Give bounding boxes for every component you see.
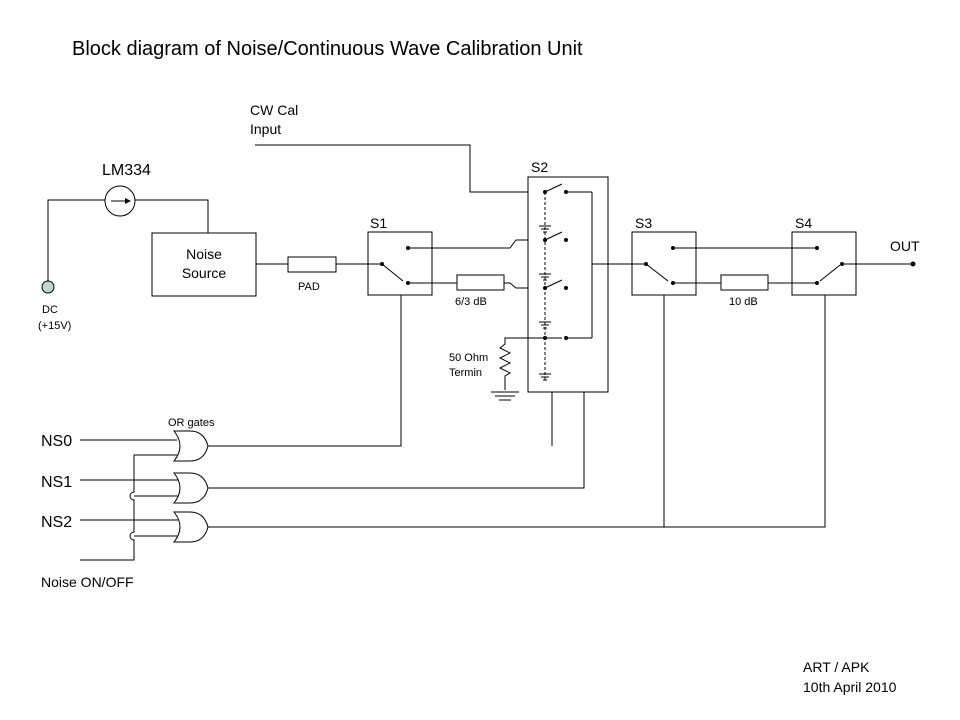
out-terminal-icon: [910, 261, 916, 267]
s4-contacts: [792, 246, 856, 285]
s3-label: S3: [635, 215, 652, 231]
ns0-label: NS0: [41, 433, 72, 450]
or-gates-label: OR gates: [168, 417, 215, 429]
s4-label: S4: [795, 215, 812, 231]
or-gate-icon: [172, 511, 209, 543]
attenuator-10db: [720, 274, 769, 291]
noise-source-label-1: Noise: [186, 246, 222, 262]
date-label: 10th April 2010: [803, 679, 897, 695]
noise-source-block: [151, 232, 257, 297]
dc-label-1: DC: [42, 304, 58, 316]
att-6-3-label: 6/3 dB: [455, 296, 487, 308]
dc-terminal-icon: [41, 280, 55, 294]
out-label: OUT: [890, 238, 920, 254]
attenuator-6-3db: [456, 274, 505, 291]
dc-wire: [47, 199, 105, 282]
pad-attenuator: [287, 256, 337, 273]
att-10-label: 10 dB: [729, 296, 758, 308]
noise-onoff-wire: [80, 454, 177, 561]
ns1-label: NS1: [41, 474, 72, 491]
cw-cal-label-1: CW Cal: [250, 102, 298, 118]
or-gate-icon: [172, 430, 209, 462]
noise-source-label-2: Source: [182, 265, 227, 281]
pad-label: PAD: [298, 281, 320, 293]
ns2-label: NS2: [41, 514, 72, 531]
or-gate-icon: [172, 472, 209, 504]
s2-control-wire-b: [208, 392, 585, 489]
term-label-1: 50 Ohm: [449, 352, 488, 364]
s3-contacts: [632, 246, 696, 285]
lm334-wire: [135, 199, 209, 233]
cw-cal-label-2: Input: [250, 121, 281, 137]
termination-resistor: [498, 337, 545, 390]
author-label: ART / APK: [803, 659, 870, 675]
term-label-2: Termin: [449, 367, 482, 379]
lm334-label: LM334: [102, 162, 151, 179]
s1-control-wire: [208, 295, 402, 447]
s1-contacts: [368, 246, 432, 285]
switch-s2: [527, 176, 609, 393]
page-title: Block diagram of Noise/Continuous Wave C…: [72, 38, 583, 60]
s4-control-wire: [208, 295, 826, 528]
cw-cal-wire: [255, 144, 566, 193]
current-source-icon: [104, 185, 136, 217]
dc-label-2: (+15V): [38, 320, 71, 332]
s2-label: S2: [531, 159, 548, 175]
noise-onoff-label: Noise ON/OFF: [41, 574, 134, 590]
s1-label: S1: [370, 215, 387, 231]
